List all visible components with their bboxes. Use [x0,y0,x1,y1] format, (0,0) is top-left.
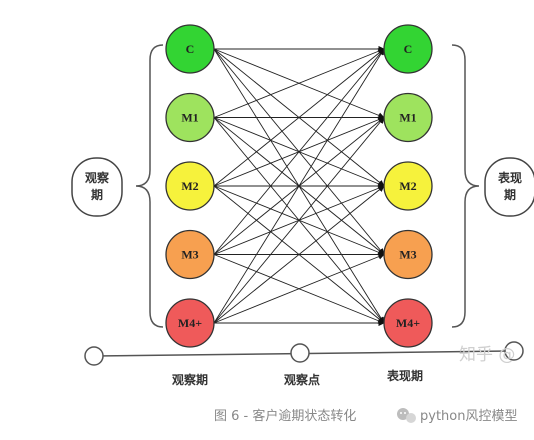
left-brace [135,44,164,328]
right-node-label-c: C [404,42,413,56]
right-node-c [383,24,433,74]
right-node-m3 [383,229,433,280]
left-node-m2 [165,161,215,211]
left-node-label-c: C [186,42,195,56]
left-node-label-m1: M1 [181,111,198,125]
right-node-label-m3: M3 [399,248,416,262]
performance-period-label-line2: 期 [504,187,516,202]
left-node-m3 [165,229,215,280]
timeline-label-observation-point: 观察点 [284,372,320,387]
left-node-m1 [165,92,215,143]
right-node-label-m4plus: M4+ [396,316,420,330]
timeline: 观察期 观察点 表现期 [84,341,524,387]
timeline-label-performance-period: 表现期 [386,368,423,383]
figure-caption: 图 6 - 客户逾期状态转化 python风控模型 [214,408,517,424]
observation-period-group: 观察 期 [71,157,123,217]
right-node-m1 [383,92,433,143]
timeline-start-marker [84,346,104,366]
edge-m4plus-to-m2 [213,185,385,324]
left-node-label-m4plus: M4+ [178,316,202,330]
left-node-c [165,24,215,74]
right-node-label-m1: M1 [399,111,416,125]
timeline-observation-point-marker [290,343,310,363]
zhihu-watermark: 知乎 @ [459,345,515,365]
observation-period-label-line1: 观察 [85,170,110,185]
timeline-label-observation-period: 观察期 [172,372,208,387]
edge-m1-to-c [213,48,385,118]
right-node-m4plus [383,298,433,348]
right-node-label-m2: M2 [399,179,416,193]
performance-period-label-line1: 表现 [497,170,522,185]
observation-period-label-line2: 期 [91,187,103,202]
transition-edges [213,45,385,327]
right-brace [451,44,480,328]
caption-source: python风控模型 [420,409,517,424]
wechat-icon [397,408,416,423]
left-node-label-m3: M3 [181,248,198,262]
edge-m4plus-to-c [213,48,385,324]
right-node-m2 [383,161,433,211]
edge-m2-to-c [213,48,385,187]
left-node-m4plus [165,298,215,348]
edge-m3-to-c [213,48,385,255]
caption-text: 图 6 - 客户逾期状态转化 [214,408,356,424]
timeline-end-marker [504,341,524,361]
edge-m4plus-to-m1 [213,117,385,324]
left-node-label-m2: M2 [181,179,198,193]
edge-m4plus-to-m3 [213,253,385,324]
performance-period-group: 表现 期 [484,157,534,217]
